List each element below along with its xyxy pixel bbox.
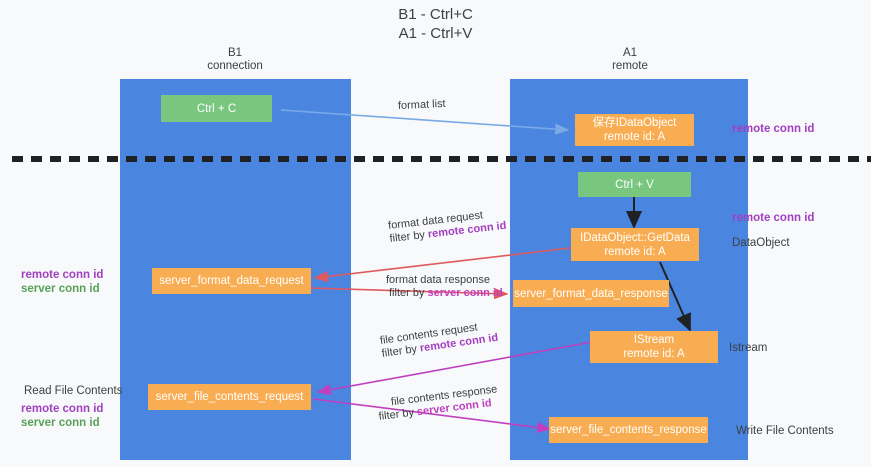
- node-istream-line1: IStream: [633, 334, 675, 346]
- annotation-left-conn-ids-top: remote conn id server conn id: [21, 268, 103, 296]
- annotation-left-read-file-contents: Read File Contents: [24, 384, 122, 398]
- node-server-file-contents-request-label: server_file_contents_request: [155, 391, 304, 403]
- annotation-left-server-conn-id: server conn id: [21, 283, 100, 295]
- node-istream-line2: remote id: A: [623, 348, 685, 360]
- annotation-left-conn-ids-bottom: remote conn id server conn id: [21, 402, 103, 430]
- page-title: B1 - Ctrl+C A1 - Ctrl+V: [398, 6, 473, 42]
- annotation-right-write-file-contents: Write File Contents: [736, 424, 834, 438]
- edge-label-format-data-response: format data response filter by server co…: [386, 274, 503, 300]
- annotation-right-remote-conn-id-top: remote conn id: [732, 122, 814, 136]
- edge-format-data-response: [309, 287, 509, 300]
- annotation-right-dataobject-text: DataObject: [732, 237, 790, 249]
- node-ctrl-v[interactable]: Ctrl + V: [578, 172, 691, 197]
- annotation-right-remote-conn-id-mid: remote conn id: [732, 211, 814, 225]
- edge-file-contents-request: [316, 341, 593, 396]
- annotation-left-read-file-contents-text: Read File Contents: [24, 385, 123, 397]
- node-server-format-data-request-label: server_format_data_request: [159, 275, 304, 287]
- node-server-file-contents-response-label: server_file_contents_response: [550, 424, 707, 436]
- annotation-right-remote-conn-id-top-text: remote conn id: [732, 123, 815, 135]
- lane-header-a1-line2: remote: [612, 60, 648, 72]
- edge-label-format-data-response-line1: format data response: [386, 274, 490, 286]
- lane-header-b1: B1 connection: [120, 47, 350, 73]
- node-server-format-data-response-label: server_format_data_response: [514, 287, 668, 300]
- edge-label-server-conn-id-1: server conn id: [427, 287, 503, 299]
- node-idataobject-getdata[interactable]: IDataObject::GetData remote id: A: [571, 228, 699, 261]
- node-server-file-contents-response[interactable]: server_file_contents_response: [549, 417, 708, 443]
- node-server-file-contents-request[interactable]: server_file_contents_request: [148, 384, 311, 410]
- node-save-dataobject[interactable]: 保存IDataObject remote id: A: [575, 114, 694, 146]
- edge-format-list: [280, 109, 570, 135]
- annotation-left-remote-conn-id: remote conn id: [21, 269, 104, 281]
- annotation-right-istream: Istream: [729, 341, 767, 355]
- node-getdata-line2: remote id: A: [604, 245, 666, 258]
- annotation-right-remote-conn-id-mid-text: remote conn id: [732, 212, 815, 224]
- annotation-right-dataobject: DataObject: [732, 236, 790, 250]
- node-save-dataobject-line2: remote id: A: [603, 131, 666, 143]
- edge-label-format-data-response-line2: filter by server conn id: [386, 287, 503, 300]
- edge-label-filter-by-2: filter by: [389, 287, 428, 299]
- lane-header-b1-line1: B1: [227, 47, 243, 59]
- phase-divider: [12, 156, 871, 162]
- node-server-format-data-response[interactable]: server_format_data_response: [513, 280, 669, 307]
- annotation-right-istream-text: Istream: [729, 342, 768, 354]
- edge-getdata-to-istream: [659, 261, 691, 332]
- annotation-right-write-file-contents-text: Write File Contents: [736, 425, 834, 437]
- lane-header-b1-line2: connection: [207, 60, 263, 72]
- edge-file-contents-response: [312, 398, 552, 433]
- node-server-format-data-request[interactable]: server_format_data_request: [152, 268, 311, 294]
- edge-label-format-list: format list: [398, 98, 446, 113]
- annotation-left-remote-conn-id-2: remote conn id: [21, 403, 104, 415]
- lane-header-a1-line1: A1: [622, 47, 638, 59]
- node-ctrl-v-label: Ctrl + V: [615, 178, 654, 191]
- annotation-left-server-conn-id-2: server conn id: [21, 417, 100, 429]
- node-getdata-line1: IDataObject::GetData: [580, 231, 690, 244]
- edge-format-data-request: [313, 247, 571, 283]
- node-ctrl-c-label: Ctrl + C: [196, 102, 237, 115]
- node-istream[interactable]: IStream remote id: A: [590, 331, 718, 363]
- node-save-dataobject-line1: 保存IDataObject: [592, 117, 677, 129]
- edge-label-format-list-line1: format list: [397, 97, 446, 112]
- node-ctrl-c[interactable]: Ctrl + C: [161, 95, 272, 122]
- lane-header-a1: A1 remote: [510, 47, 750, 73]
